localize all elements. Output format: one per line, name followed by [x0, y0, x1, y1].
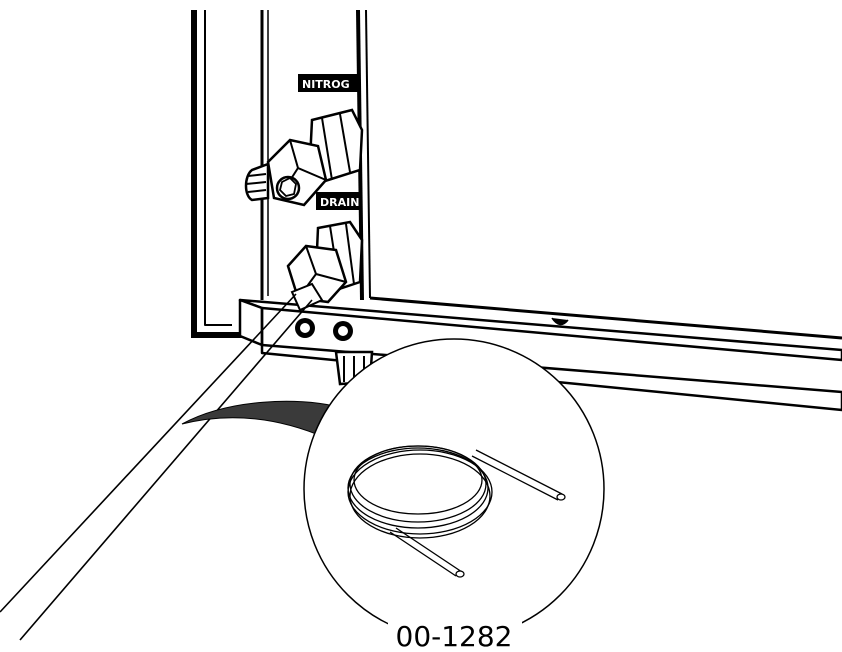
drain-tubing	[0, 293, 313, 641]
hex-fitting-icon	[286, 220, 364, 312]
callout-circle	[303, 338, 605, 640]
instrument-rear-panel	[191, 9, 842, 412]
panel-screw-icon	[295, 318, 353, 341]
drain-label: DRAIN	[316, 192, 360, 210]
part-number: 00-1282	[396, 620, 513, 652]
coiled-tubing-icon	[347, 445, 566, 578]
nitrogen-label-text: NITROG	[302, 78, 350, 91]
nitrogen-label: NITROG	[298, 74, 358, 92]
hex-fitting-icon	[244, 108, 364, 207]
callout-pointer	[181, 400, 335, 439]
drain-label-text: DRAIN	[320, 196, 359, 209]
part-number-bg	[388, 620, 522, 650]
